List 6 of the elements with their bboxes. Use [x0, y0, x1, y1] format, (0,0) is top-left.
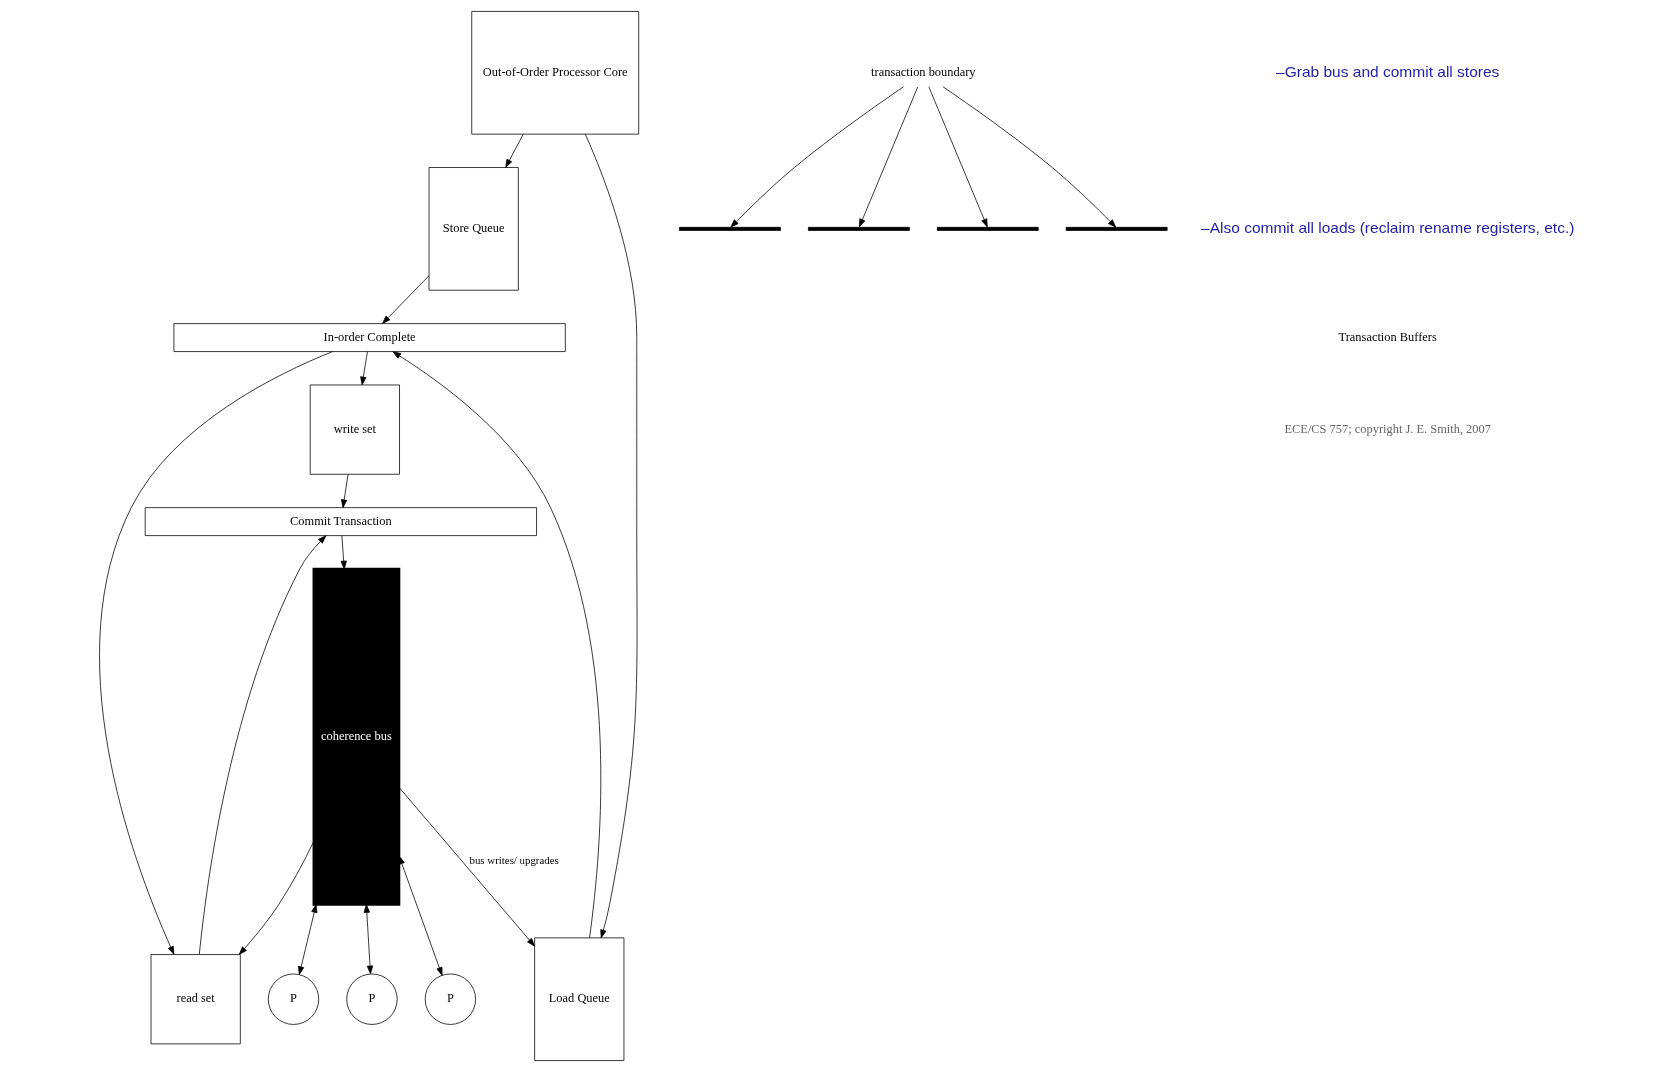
label: Transaction Buffers [1338, 329, 1437, 344]
edge-label: bus writes/ upgrades [469, 854, 559, 867]
node-text: transaction boundary [870, 64, 976, 79]
label: –Grab bus and commit all stores [1275, 62, 1499, 80]
label: –Also commit all loads (reclaim rename registers, etc.) [1200, 218, 1574, 236]
label: ECE/CS 757; copyright J. E. Smith, 2007 [1283, 421, 1491, 436]
